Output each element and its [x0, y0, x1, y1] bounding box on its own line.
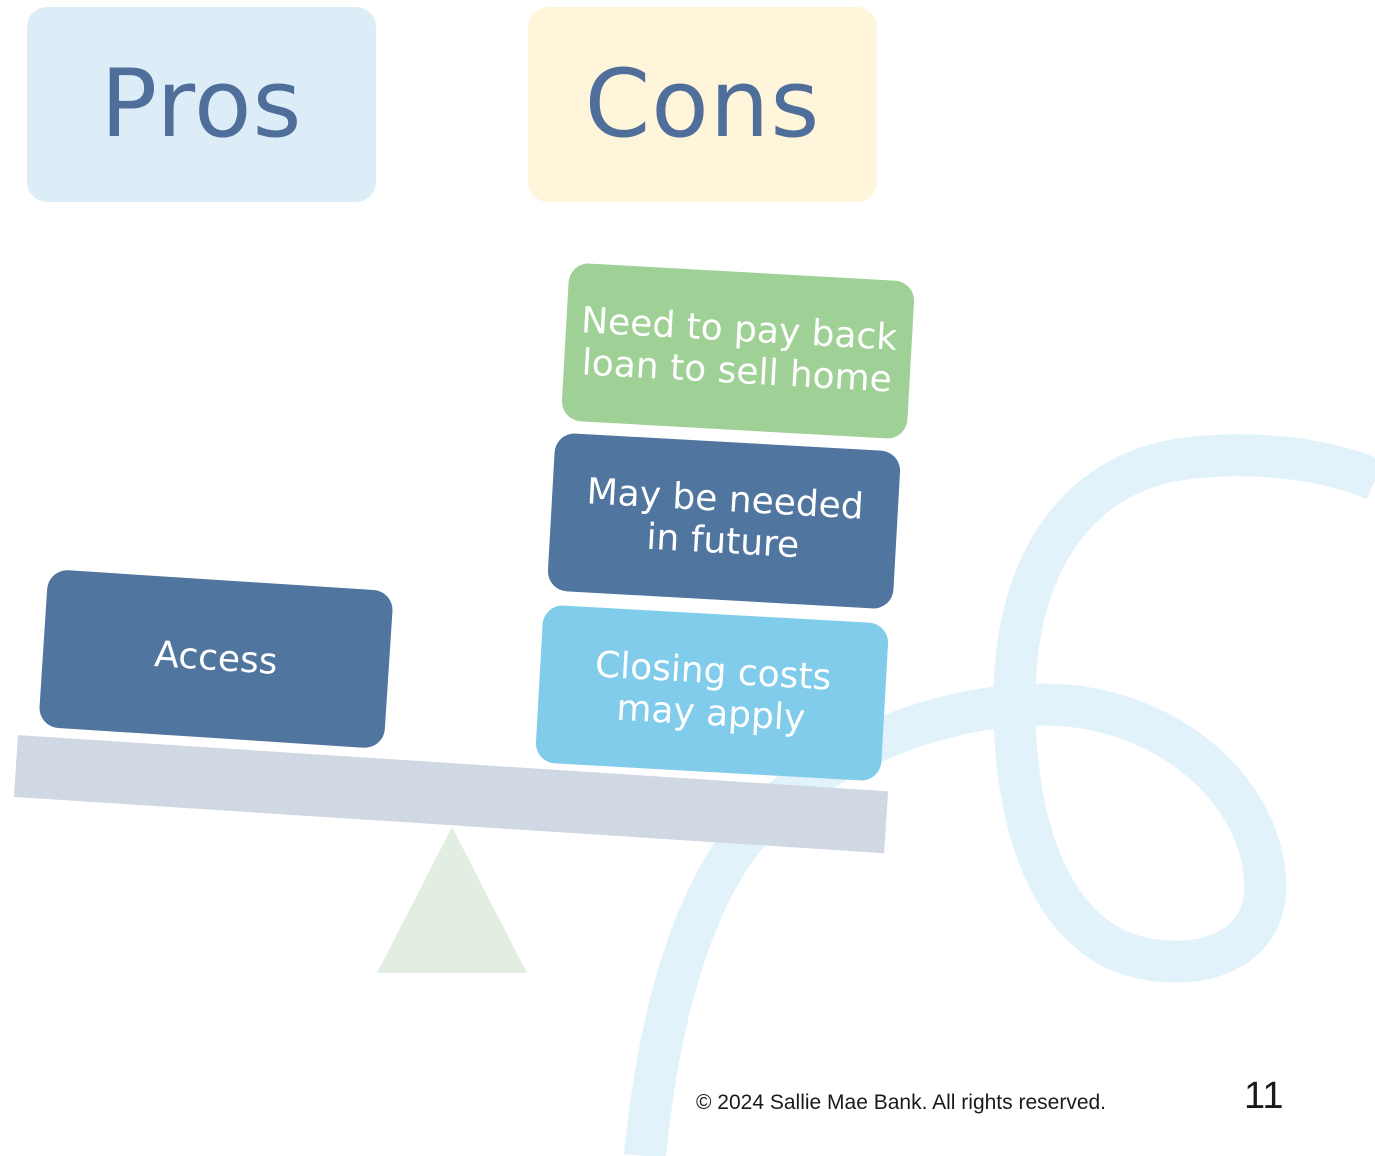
- con-item-needed-in-future: May be needed in future: [546, 432, 902, 610]
- cons-header: Cons: [528, 7, 877, 202]
- scale-fulcrum-triangle: [377, 827, 527, 973]
- con-item-pay-back-loan: Need to pay back loan to sell home: [560, 262, 916, 440]
- con-item-label: May be needed in future: [585, 470, 865, 567]
- pros-header-label: Pros: [100, 50, 303, 159]
- page-number: 11: [1244, 1075, 1284, 1117]
- pro-item-label: Access: [153, 633, 279, 683]
- pros-header: Pros: [27, 7, 376, 202]
- con-item-closing-costs: Closing costs may apply: [534, 604, 890, 782]
- con-item-label: Closing costs may apply: [594, 643, 833, 740]
- con-item-label: Need to pay back loan to sell home: [580, 299, 899, 401]
- cons-header-label: Cons: [584, 50, 821, 159]
- copyright-notice: © 2024 Sallie Mae Bank. All rights reser…: [696, 1091, 1107, 1114]
- pro-item-access: Access: [38, 569, 394, 749]
